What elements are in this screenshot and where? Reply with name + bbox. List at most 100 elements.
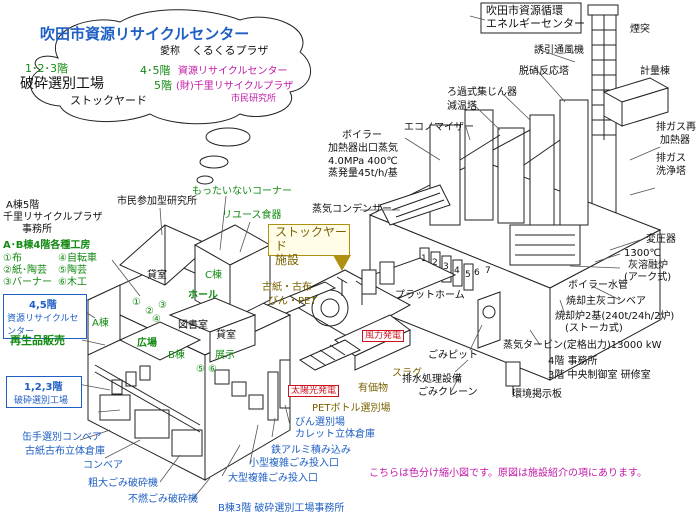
label-pet-plant: PETボトル選別場 [312,403,391,414]
label-hall: ホール [188,290,218,301]
label-boiler-pressure: 4.0MPa 400℃ [328,156,398,167]
label-bottle-pet: びん・PET [268,296,317,307]
label-ash-arc: (アーク式) [624,272,672,283]
crushing-plant-callout: 1,2,3階 破砕選別工場 [6,376,82,408]
label-mottainai: もったいないコーナー [192,186,292,197]
pit-door-2: 2 [432,258,438,268]
cloud-floor-123: 1･2･3階 [25,62,68,75]
label-furnace-stoker: (ストーカ式) [565,323,623,334]
label-turbine: 蒸気タービン(定格出力)13000 kW [503,340,662,351]
label-c-wing: C棟 [205,270,222,281]
label-furnace: 焼却炉2基(240t/24h/2炉) [555,311,675,322]
label-resale: 再生品販売 [10,334,65,347]
label-bagfilter: ろ過式集じん器 [447,87,517,98]
cloud-stockyard: ストックヤード [70,94,147,107]
callout-45-floor: 4,5階 [29,300,57,311]
energy-center-label-box [480,2,582,34]
label-citizen-lab: 市民参加型研究所 [117,196,197,207]
marker-2: ② [145,306,154,317]
label-a5-plaza: 千里リサイクルプラザ [3,212,103,223]
cloud-plaza-foundation: (財)千里リサイクルプラザ [176,81,294,92]
label-scrubber-1: 排ガス [656,153,686,164]
label-economizer: エコノマイザー [404,122,474,133]
label-bottle-plant: びん選別場 [295,417,345,428]
cloud-recycling-center: 資源リサイクルセンター [178,66,288,77]
label-lounge-2: 貸室 [216,330,236,341]
callout-123-name: 破砕選別工場 [14,396,69,406]
label-slag: スラグ [392,368,422,379]
label-small-input: 小型複雑ごみ投入口 [249,458,339,469]
energy-center-title-1: 吹田市資源循環 [486,4,563,17]
label-cullet-depot: カレット立体倉庫 [295,429,375,440]
label-b3-office: B棟3階 破砕選別工場事務所 [218,503,345,514]
label-lounge: 貸室 [147,270,167,281]
solar-panels-drawing [298,339,362,371]
label-can-conveyor: 缶手選別コンベア [22,432,102,443]
marker-4: ④ [152,314,161,325]
label-meter: 計量棟 [640,66,670,77]
label-large-input: 大型複雑ごみ投入口 [228,473,318,484]
label-workshops: A･B棟4階各種工房 [3,240,91,251]
callout-123-floor: 1,2,3階 [24,382,63,393]
thought-bubble-2 [199,155,229,169]
label-ash-conveyor: 焼却主灰コンベア [566,296,646,307]
label-conveyor: コンベア [83,460,123,471]
label-platform: プラットホーム [395,290,465,301]
label-wind-power: 風力発電 [362,330,405,343]
cloud-title: 吹田市資源リサイクルセンター [40,25,250,43]
label-chimney: 煙突 [630,24,650,35]
label-denox: 脱硝反応塔 [519,66,569,77]
callout-45-name: 資源リサイクルセンター [7,314,79,337]
label-ash-furnace: 灰溶融炉 [628,260,668,271]
thought-bubble-3 [196,175,214,185]
label-floor-4: 4階 事務所 [548,356,598,367]
leader-lines [75,15,661,501]
label-a5: A棟5階 [6,200,40,211]
label-reuse: リユース食器 [222,210,282,221]
thought-cloud [30,9,311,125]
stockyard-line-1: ストックヤード [275,225,348,253]
pit-door-3: 3 [443,262,449,272]
label-a-wing: A棟 [92,318,109,329]
label-reheater-2: 加熱器 [660,135,690,146]
label-a5-office: 事務所 [22,224,52,235]
label-coarse-crusher: 粗大ごみ破砕機 [88,478,158,489]
label-scrubber-2: 洗浄塔 [656,166,686,177]
label-workshop-5: ⑤陶芸 [58,265,87,276]
label-fan: 誘引通風機 [534,45,584,56]
meter-building-drawing [602,77,670,127]
nickname: くるくるプラザ [192,44,269,57]
label-floor-3: 3階 中央制御室 研修室 [548,370,651,381]
stockyard-line-2: 施設 [275,253,300,267]
label-alu-loading: 鉄アルミ積み込み [271,445,351,456]
label-reheater-1: 排ガス再 [656,122,696,133]
label-valuables: 有価物 [358,383,388,394]
energy-center-title-2: エネルギーセンター [486,17,585,30]
label-workshop-2: ②紙･陶芸 [3,265,47,276]
nickname-prefix: 愛称 [160,46,180,57]
label-boiler-steam: 加熱器出口蒸気 [328,143,398,154]
cloud-floor-45: 4･5階 [140,64,171,77]
label-crane: ごみクレーン [418,387,478,398]
pit-door-4: 4 [454,266,460,276]
label-boiler-evaporation: 蒸発量45t/h/基 [328,168,398,179]
label-exhibit: 展示 [215,350,235,361]
label-plaza: 広場 [137,338,157,349]
label-wastewater: 排水処理設備 [402,374,462,385]
label-workshop-3: ③バーナー [3,277,52,288]
recycling-complex-drawing [86,224,292,481]
stockyard-callout: ストックヤード 施設 [268,224,351,271]
label-boiler-tube: ボイラー水管 [568,280,628,291]
marker-6: ⑥ [208,364,217,375]
label-condenser: 蒸気コンデンサー [312,204,392,215]
marker-3: ③ [158,300,167,311]
label-workshop-4: ④自転車 [58,253,97,264]
marker-5: ⑤ [196,364,205,375]
cloud-citizen-lab: 市民研究所 [231,94,277,104]
pit-door-5: 5 [465,270,471,280]
label-workshop-1: ①布 [3,253,22,264]
label-workshop-6: ⑥木工 [58,277,87,288]
footnote: こちらは色分け縮小図です。原図は施設紹介の項にあります。 [369,468,647,479]
